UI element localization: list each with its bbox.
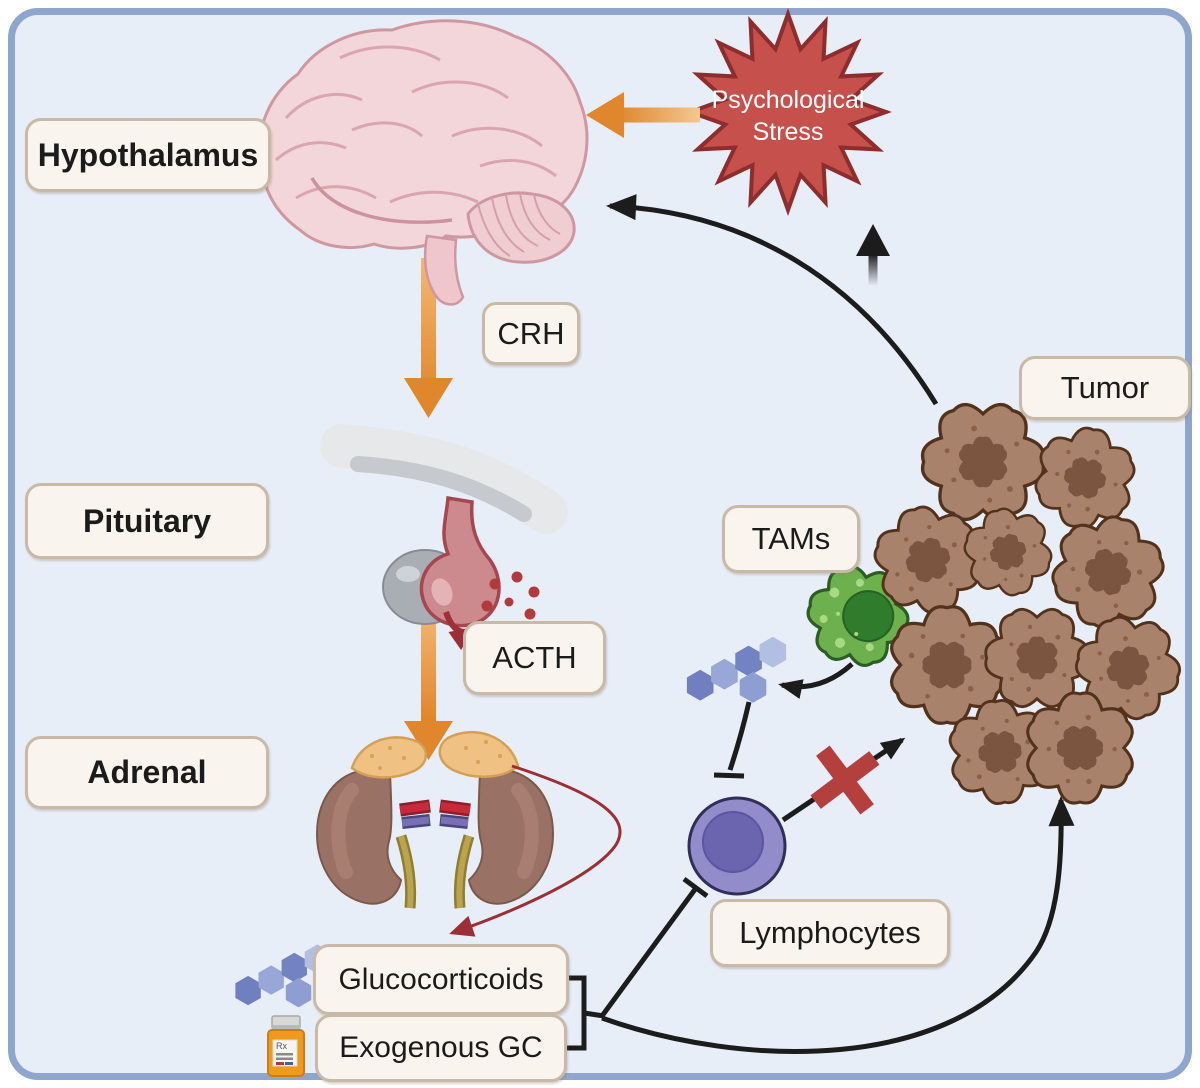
tams-label: TAMs — [722, 505, 860, 573]
crh-label: CRH — [482, 302, 580, 365]
renal-vessels — [399, 799, 471, 829]
acth-label: ACTH — [463, 621, 606, 695]
tumor-cell — [923, 405, 1044, 520]
stress-star-text-line1: Psychological — [712, 86, 865, 114]
tumor-to-brain-arrow — [606, 194, 939, 406]
right-adrenal-gland — [438, 730, 520, 778]
right-kidney — [467, 768, 554, 905]
tam-cell — [798, 557, 918, 675]
adrenal-label: Adrenal — [25, 736, 269, 809]
stress-to-brain-arrow — [586, 92, 700, 138]
adrenal-texture — [370, 740, 502, 770]
gc-bracket — [562, 975, 605, 1051]
brain-gyri — [274, 45, 557, 224]
pill-bottle-rx-text: Rx — [276, 1041, 287, 1051]
pituitary-label: Pituitary — [25, 483, 269, 559]
lymphocyte-cell — [687, 796, 787, 896]
cerebrum — [257, 19, 589, 250]
hypothalamus-label: Hypothalamus — [25, 118, 271, 192]
acth-dots — [481, 571, 540, 634]
tumor-to-stress-arrow — [856, 224, 890, 286]
left-adrenal-gland — [350, 736, 427, 779]
gc-to-tumor-arrow — [601, 796, 1075, 1054]
lymphocytes-label: Lymphocytes — [710, 899, 950, 967]
brainstem — [423, 234, 465, 306]
molecule-lymphocyte-inhibitor — [713, 701, 752, 779]
exogenous-gc-label: Exogenous GC — [315, 1014, 567, 1082]
pituitary-illustration — [320, 424, 568, 651]
cerebellum-folds — [477, 193, 561, 257]
ureters — [395, 834, 475, 909]
tam-to-molecule-arrow — [778, 662, 854, 699]
molecule-icon-tam — [686, 636, 787, 703]
pituitary-to-adrenal-arrow — [404, 608, 453, 760]
brain-illustration — [257, 19, 589, 306]
stress-star: Psychological Stress — [684, 8, 892, 216]
kidneys-illustration — [316, 730, 554, 909]
pill-bottle-icon: Rx — [267, 1015, 305, 1077]
tumor-cluster — [866, 405, 1187, 821]
gc-lymphocyte-inhibitor — [599, 876, 709, 1018]
left-kidney — [316, 768, 403, 905]
adrenal-to-gc-arrow — [449, 764, 622, 937]
glucocorticoids-label: Glucocorticoids — [313, 944, 569, 1015]
cerebellum — [466, 191, 576, 264]
red-x-icon — [810, 745, 880, 815]
tumor-label: Tumor — [1019, 356, 1191, 420]
stress-star-text-line2: Stress — [753, 118, 824, 146]
